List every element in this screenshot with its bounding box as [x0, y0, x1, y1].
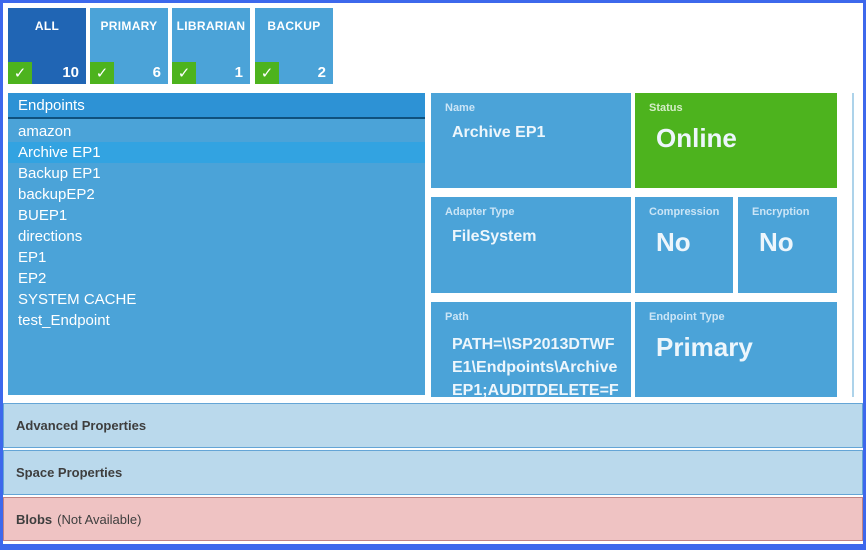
- detail-tile-label: Path: [445, 311, 469, 323]
- detail-tile-encryption: Encryption No: [738, 197, 837, 293]
- detail-tile-label: Encryption: [752, 206, 810, 218]
- filter-tile-label: BACKUP: [267, 19, 321, 33]
- detail-tile-label: Adapter Type: [445, 206, 515, 218]
- detail-tile-path: Path PATH=\\SP2013DTWFE1\Endpoints\Archi…: [431, 302, 631, 397]
- accordion-advanced-properties[interactable]: Advanced Properties: [3, 403, 863, 448]
- detail-tile-name: Name Archive EP1: [431, 93, 631, 188]
- filter-tile-count: 6: [152, 64, 161, 81]
- endpoint-list-item[interactable]: EP2: [18, 270, 47, 287]
- detail-tile-compression: Compression No: [635, 197, 733, 293]
- detail-tile-value: FileSystem: [452, 228, 537, 245]
- detail-tile-label: Name: [445, 102, 475, 114]
- detail-tile-label: Endpoint Type: [649, 311, 725, 323]
- endpoints-panel-header: Endpoints: [8, 93, 425, 119]
- filter-tile-count: 2: [317, 64, 326, 81]
- accordion-label: Advanced Properties: [16, 418, 147, 433]
- detail-tile-value: No: [656, 227, 691, 257]
- detail-tile-status: Status Online: [635, 93, 837, 188]
- filter-tile-primary[interactable]: PRIMARY ✓ 6: [90, 8, 168, 84]
- detail-tile-endpoint-type: Endpoint Type Primary: [635, 302, 837, 397]
- detail-tile-label: Compression: [649, 206, 720, 218]
- endpoint-list: amazon Archive EP1 Backup EP1 backupEP2 …: [8, 119, 425, 331]
- endpoints-panel: Endpoints amazon Archive EP1 Backup EP1 …: [8, 93, 425, 395]
- scrollbar-track[interactable]: [852, 93, 854, 397]
- detail-tile-value: No: [759, 227, 794, 257]
- detail-tile-adapter-type: Adapter Type FileSystem: [431, 197, 631, 293]
- checkmark-icon: ✓: [172, 62, 196, 84]
- endpoint-list-item[interactable]: BUEP1: [18, 207, 68, 224]
- checkmark-icon: ✓: [255, 62, 279, 84]
- endpoint-list-item[interactable]: amazon: [18, 123, 72, 140]
- filter-tile-count: 1: [234, 64, 243, 81]
- endpoint-list-item-selected[interactable]: Archive EP1: [8, 142, 425, 163]
- endpoint-list-item[interactable]: backupEP2: [18, 186, 95, 203]
- endpoint-list-item[interactable]: directions: [18, 228, 83, 245]
- detail-tile-label: Status: [649, 102, 683, 114]
- endpoint-list-item[interactable]: SYSTEM CACHE: [18, 291, 137, 308]
- detail-tile-value: PATH=\\SP2013DTWFE1\Endpoints\Archive EP…: [452, 336, 619, 397]
- filter-tile-label: ALL: [34, 19, 60, 33]
- detail-tile-value: Primary: [656, 332, 753, 362]
- accordion-blobs[interactable]: Blobs (Not Available): [3, 497, 863, 541]
- detail-tile-value: Archive EP1: [452, 124, 546, 141]
- accordion-label: Blobs: [16, 511, 53, 527]
- filter-tile-all[interactable]: ALL ✓ 10: [8, 8, 86, 84]
- filter-tile-backup[interactable]: BACKUP ✓ 2: [255, 8, 333, 84]
- filter-tile-label: LIBRARIAN: [176, 19, 246, 33]
- status-badge: Online: [656, 123, 737, 153]
- filter-tile-label: PRIMARY: [100, 19, 158, 33]
- checkmark-icon: ✓: [8, 62, 32, 84]
- endpoint-list-item[interactable]: EP1: [18, 249, 47, 266]
- accordion-space-properties[interactable]: Space Properties: [3, 450, 863, 495]
- filter-tile-count: 10: [62, 64, 79, 81]
- filter-tile-librarian[interactable]: LIBRARIAN ✓ 1: [172, 8, 250, 84]
- accordion-unavailable-note: (Not Available): [57, 511, 142, 527]
- endpoint-list-item[interactable]: Backup EP1: [18, 165, 101, 182]
- accordion-label: Space Properties: [16, 465, 123, 480]
- endpoint-list-item[interactable]: test_Endpoint: [18, 312, 110, 329]
- checkmark-icon: ✓: [90, 62, 114, 84]
